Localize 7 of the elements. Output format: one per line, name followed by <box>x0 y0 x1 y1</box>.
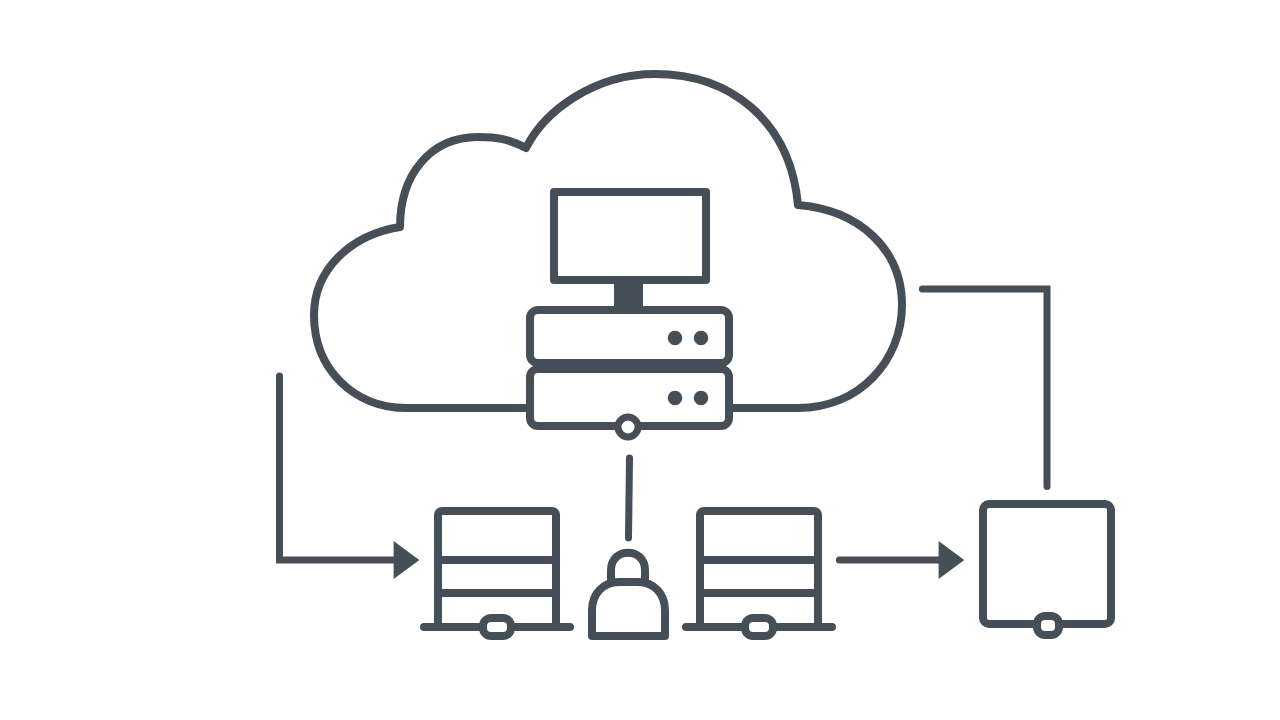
device-icon <box>979 500 1115 639</box>
connector-line <box>625 454 633 542</box>
server-icon <box>420 507 574 640</box>
lock-icon <box>588 548 669 640</box>
server-icon <box>682 507 836 640</box>
connector-line <box>918 285 1051 491</box>
server-icon <box>526 188 733 441</box>
